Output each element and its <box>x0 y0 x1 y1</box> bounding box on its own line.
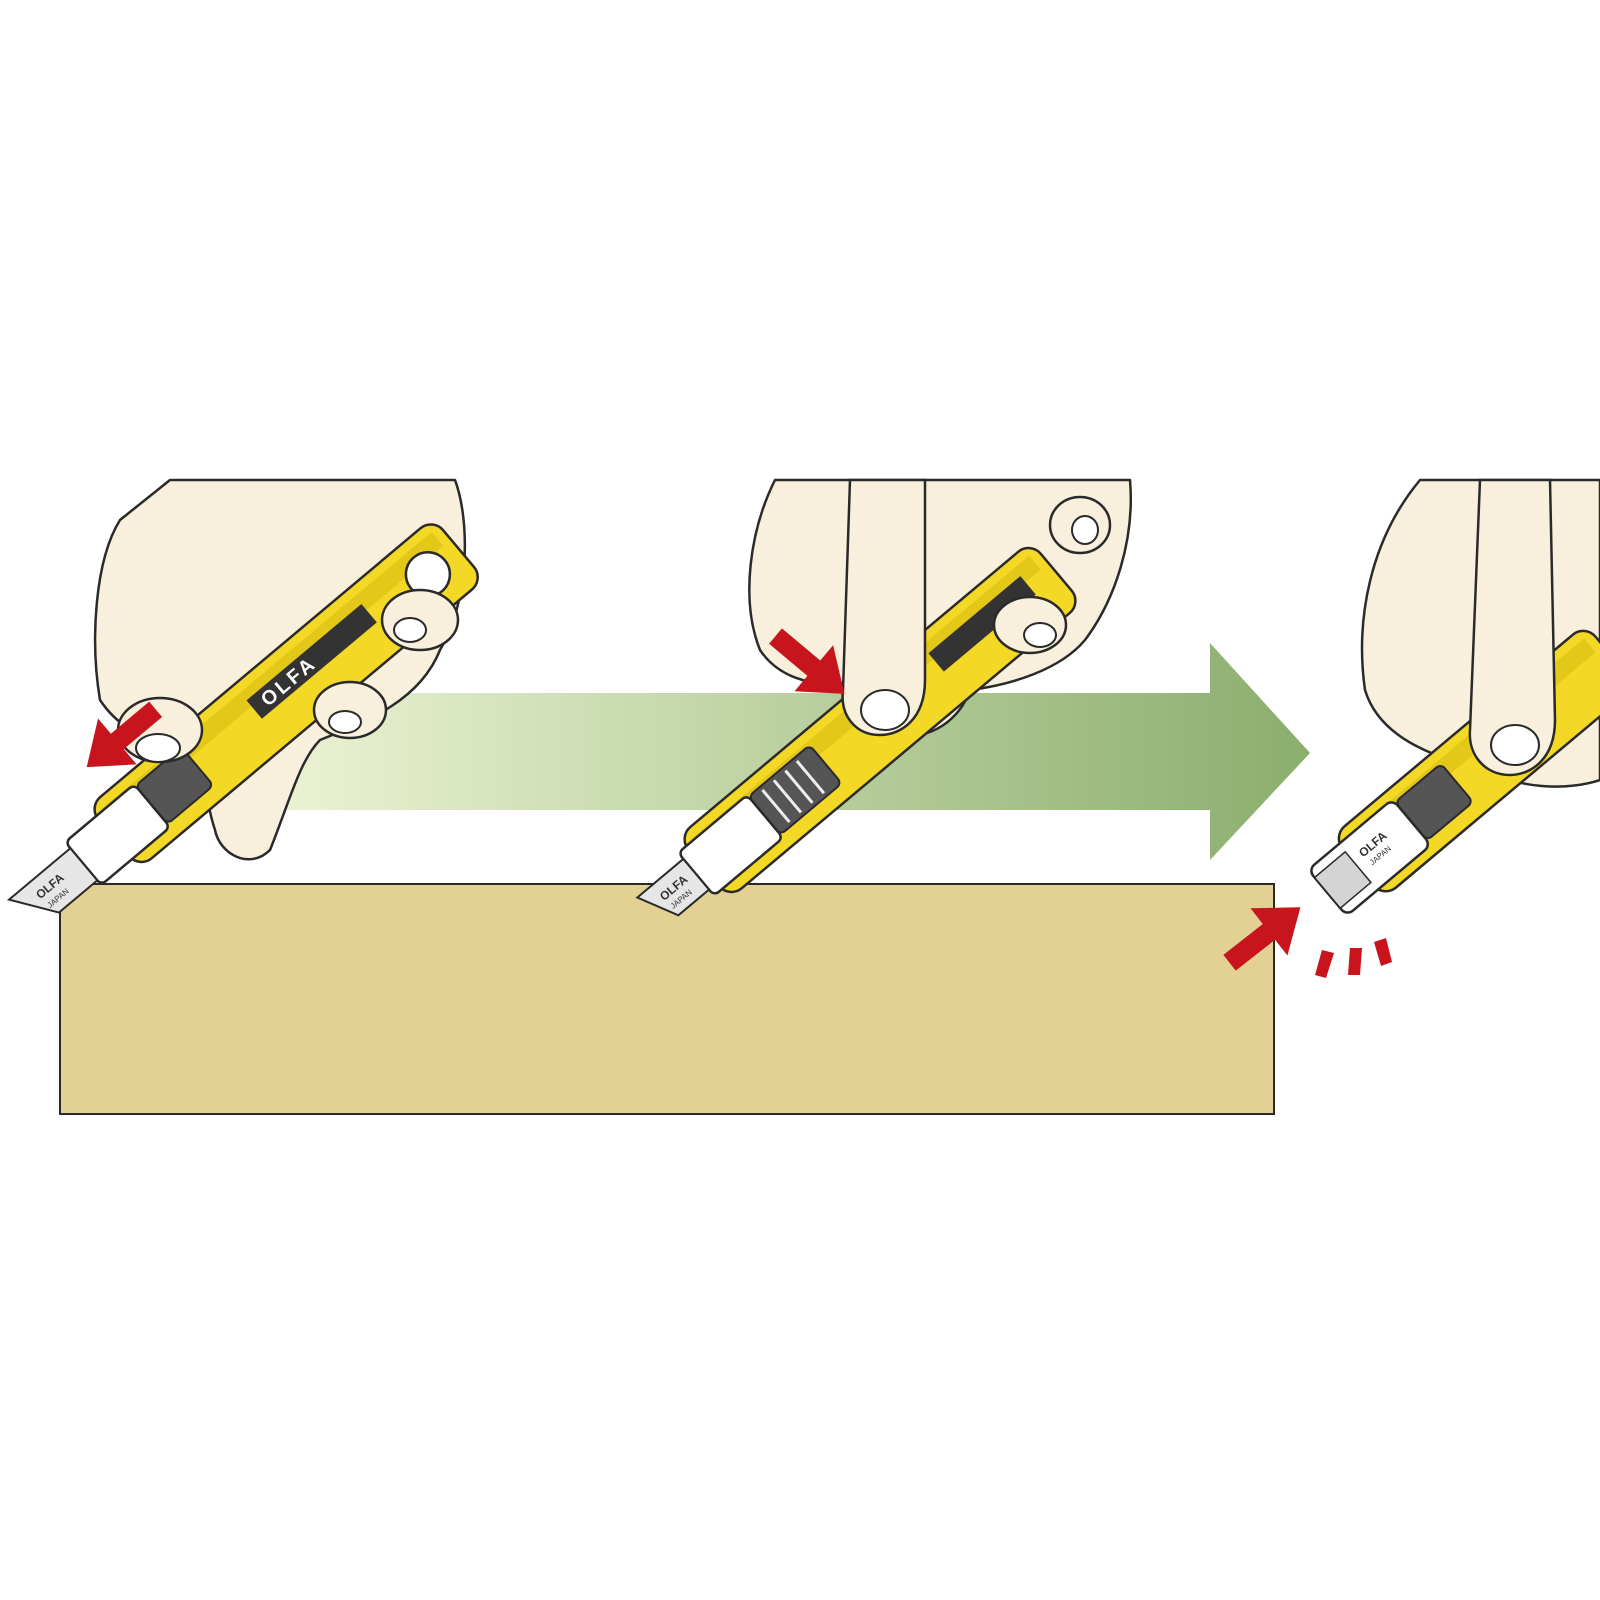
blade-2 <box>635 857 711 917</box>
blade-1 <box>6 846 99 914</box>
auto-retract-arrow-icon <box>1223 907 1301 971</box>
knife-hanging-hole-1 <box>404 551 452 598</box>
thumb-2 <box>841 478 927 737</box>
step-2-hand-with-cutter: OLFA JAPAN <box>635 478 1132 917</box>
thumb-3 <box>1468 478 1557 777</box>
cardboard-board <box>59 883 1275 1115</box>
step-3-hand-with-cutter: OLFA JAPAN <box>1223 478 1600 978</box>
step-1-hand-with-cutter: OLFA OLFA JAPAN <box>6 478 479 914</box>
snap-motion-marks-icon <box>1315 938 1392 978</box>
press-slider-arrow-icon <box>769 628 845 694</box>
push-slider-arrow-icon <box>86 701 163 768</box>
